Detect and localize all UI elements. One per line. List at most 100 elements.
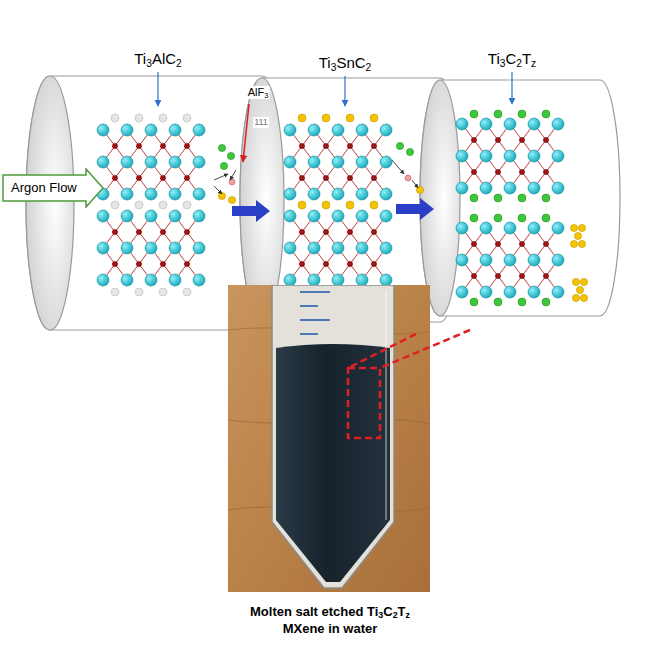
ti-atom — [504, 150, 516, 162]
c-atom — [323, 175, 328, 180]
c-atom — [495, 241, 500, 246]
exchange-arrow — [230, 170, 236, 180]
al-atom — [135, 288, 143, 296]
c-atom — [160, 143, 165, 148]
subscript: 2 — [516, 58, 522, 69]
t-atom — [494, 298, 502, 306]
plane-index: 111 — [253, 117, 269, 128]
al-atom-layer — [111, 288, 191, 296]
sn-atom — [370, 201, 378, 209]
ti-atom — [332, 242, 344, 254]
ti-atom — [480, 182, 492, 194]
sn-atom — [570, 224, 577, 231]
ti-atom — [504, 222, 516, 234]
ti-atom — [145, 156, 157, 168]
t-atom — [494, 194, 502, 202]
ti-atom — [193, 274, 205, 286]
sn-atom — [572, 294, 579, 301]
subscript: z — [406, 610, 410, 620]
ti-atom — [193, 124, 205, 136]
t-atom — [542, 194, 550, 202]
ti-atom — [145, 124, 157, 136]
ti-atom — [380, 274, 392, 286]
ti-atom — [456, 118, 468, 130]
ti-atom — [145, 210, 157, 222]
c-atom — [543, 137, 548, 142]
ti-atom — [193, 210, 205, 222]
subscript: 3 — [500, 58, 506, 69]
mx-slab — [456, 222, 564, 298]
c-atom — [371, 175, 376, 180]
ti-atom — [356, 210, 368, 222]
al-atom-layer — [111, 114, 191, 122]
ti-atom — [121, 188, 133, 200]
al-atom — [111, 114, 119, 122]
zoom-box — [348, 368, 380, 438]
mx-slab — [284, 124, 392, 200]
exchange-arrow — [214, 174, 228, 180]
flow-label: Argon Flow — [11, 179, 77, 197]
ti-atom — [121, 242, 133, 254]
ti-atom — [284, 188, 296, 200]
al-atom — [111, 288, 119, 296]
ti-atom — [480, 222, 492, 234]
sn-atom — [346, 114, 354, 122]
ti-atom — [169, 274, 181, 286]
ti-atom — [380, 156, 392, 168]
c-atom — [347, 261, 352, 266]
ti-atom — [145, 188, 157, 200]
al-atom — [135, 201, 143, 209]
al-atom — [159, 288, 167, 296]
ti-atom — [480, 150, 492, 162]
c-atom — [136, 229, 141, 234]
t-atom — [470, 298, 478, 306]
ti-atom — [552, 118, 564, 130]
formula-label: AlF3 — [247, 86, 270, 99]
al-atom — [183, 201, 191, 209]
f-atom — [227, 152, 234, 159]
ti-atom — [356, 242, 368, 254]
c-atom — [136, 143, 141, 148]
c-atom — [347, 143, 352, 148]
ti-atom — [169, 210, 181, 222]
al-atom — [111, 201, 119, 209]
c-atom — [184, 229, 189, 234]
crystal-structures — [97, 110, 588, 306]
sn-atom — [580, 278, 587, 285]
sn-atom — [298, 114, 306, 122]
ti-atom — [356, 274, 368, 286]
ti-atom — [97, 124, 109, 136]
c-atom — [371, 143, 376, 148]
t-atom — [470, 214, 478, 222]
c-atom — [323, 143, 328, 148]
c-atom — [347, 175, 352, 180]
t-atom — [542, 214, 550, 222]
ti-atom — [193, 188, 205, 200]
ti-atom — [528, 118, 540, 130]
reactor-tube — [26, 76, 620, 330]
c-atom — [136, 261, 141, 266]
ti-atom — [356, 156, 368, 168]
c-atom — [495, 273, 500, 278]
flow-arrow: Argon Flow — [2, 168, 104, 208]
f-atom — [406, 148, 413, 155]
sample-photo — [228, 285, 430, 592]
ti-atom — [169, 242, 181, 254]
c-atom — [519, 241, 524, 246]
subscript: 2 — [366, 62, 372, 73]
subscript: 3 — [264, 91, 268, 100]
ti-atom — [332, 210, 344, 222]
exchange-arrow — [412, 180, 418, 188]
ti-atom — [97, 210, 109, 222]
ti-atom — [193, 242, 205, 254]
ti-atom — [528, 182, 540, 194]
t-atom — [470, 194, 478, 202]
al-atom — [159, 114, 167, 122]
c-atom — [184, 143, 189, 148]
c-atom — [160, 261, 165, 266]
c-atom — [136, 175, 141, 180]
c-atom — [184, 175, 189, 180]
ti-atom — [284, 274, 296, 286]
ti-atom — [356, 124, 368, 136]
